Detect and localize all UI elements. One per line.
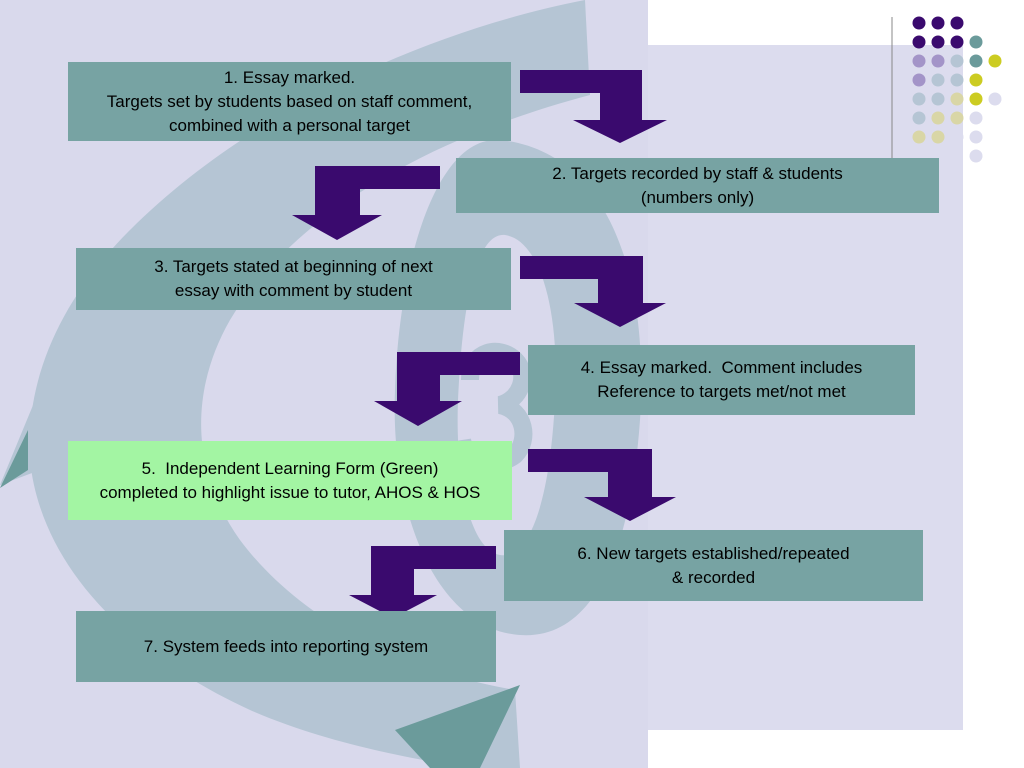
step-4-line-1: 4. Essay marked. Comment includes (580, 358, 863, 377)
decor-dot (988, 54, 1002, 68)
decor-dot (988, 92, 1002, 106)
decor-dot (931, 130, 945, 144)
decor-dot (912, 130, 926, 144)
decor-dot (950, 130, 964, 144)
backdrop-swirl (29, 0, 590, 768)
decor-dot (969, 130, 983, 144)
step-7-box: 7. System feeds into reporting system (76, 611, 496, 682)
decor-dot (912, 16, 926, 30)
step-1-line-3: combined with a personal target (169, 115, 410, 135)
step-5-line-1: 5. Independent Learning Form (Green) (141, 458, 439, 478)
step-1-box: 1. Essay marked. Targets set by students… (68, 62, 511, 141)
step-6-line-2: & recorded (671, 567, 756, 587)
step-3-box: 3. Targets stated at beginning of next e… (76, 248, 511, 310)
decor-dot (969, 54, 983, 68)
decor-dot (931, 35, 945, 49)
decor-dot (950, 111, 964, 125)
step-2-box: 2. Targets recorded by staff & students … (456, 158, 939, 213)
backdrop-edge-left (0, 340, 115, 485)
step-4-line-2: Reference to targets met/not met (597, 382, 846, 401)
step-6-box: 6. New targets established/repeated & re… (504, 530, 923, 601)
decor-dot (969, 92, 983, 106)
decor-dot (931, 111, 945, 125)
decor-dot (950, 54, 964, 68)
decor-dot (912, 73, 926, 87)
decor-dot (969, 111, 983, 125)
step-7-line-1: 7. System feeds into reporting system (143, 636, 429, 656)
decor-dot (931, 73, 945, 87)
step-2-line-1: 2. Targets recorded by staff & students (552, 163, 843, 183)
decor-dot (931, 92, 945, 106)
decor-dot (969, 149, 983, 163)
step-5-line-2: completed to highlight issue to tutor, A… (99, 482, 481, 502)
backdrop-edge-bottom (395, 685, 520, 768)
decor-dot (950, 73, 964, 87)
step-1-line-1: 1. Essay marked. (223, 67, 356, 87)
backdrop-edge-teal (0, 430, 28, 488)
decor-dot (912, 111, 926, 125)
decor-dot (912, 92, 926, 106)
step-3-line-2: essay with comment by student (174, 281, 413, 300)
step-6-line-1: 6. New targets established/repeated (577, 543, 850, 563)
decor-dot (912, 35, 926, 49)
decor-dot (931, 54, 945, 68)
decor-dot (931, 16, 945, 30)
decor-dot (969, 35, 983, 49)
step-4-box: 4. Essay marked. Comment includes Refere… (528, 345, 915, 415)
decor-dot (912, 54, 926, 68)
step-1-line-2: Targets set by students based on staff c… (106, 91, 473, 111)
decor-dot (969, 73, 983, 87)
decor-dot (950, 16, 964, 30)
decor-dot (950, 92, 964, 106)
step-5-box: 5. Independent Learning Form (Green) com… (68, 441, 512, 520)
step-3-line-1: 3. Targets stated at beginning of next (154, 257, 433, 276)
step-2-line-2: (numbers only) (640, 187, 755, 207)
decor-dot (950, 35, 964, 49)
